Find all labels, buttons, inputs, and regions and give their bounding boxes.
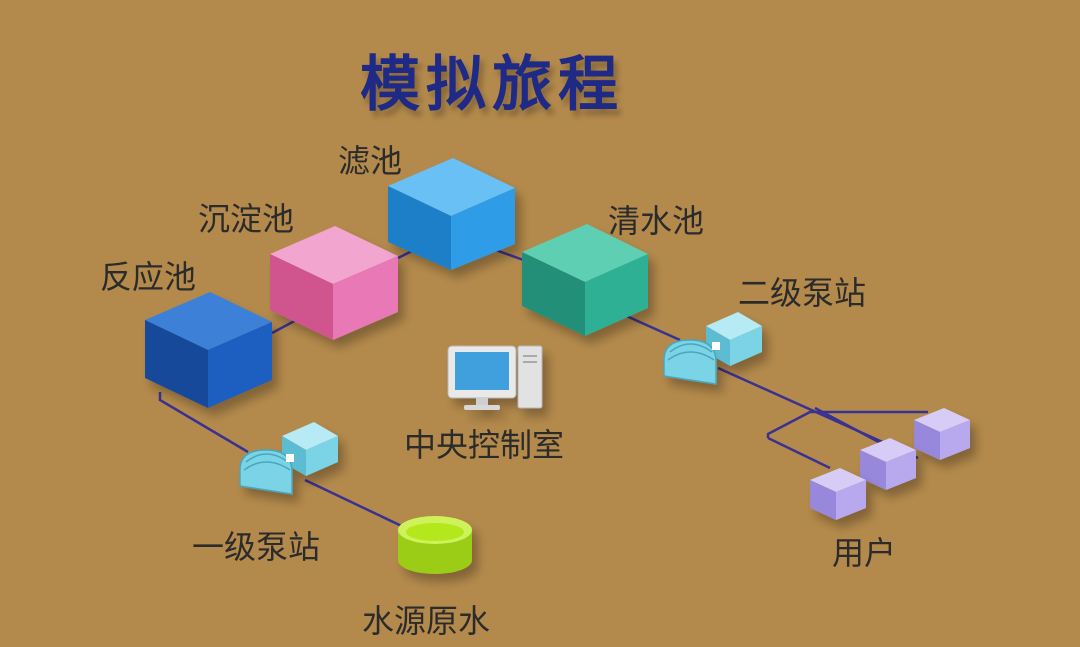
user-box-2 — [860, 438, 916, 490]
pump1-dome — [239, 449, 293, 495]
pipe-branch-a — [766, 410, 928, 438]
clear-tank-side — [585, 254, 648, 336]
source-label: 水源原水 — [362, 602, 491, 640]
pump1-label: 一级泵站 — [192, 528, 321, 566]
reaction-tank-front — [145, 320, 208, 408]
pump-station-2 — [663, 312, 762, 385]
pump2-box-side — [730, 326, 762, 366]
page-title: 模拟旅程 — [360, 50, 624, 120]
pipe-pump1-source — [304, 478, 411, 532]
water-source — [398, 516, 472, 574]
user-box-3 — [914, 408, 970, 460]
pump-station-1 — [239, 422, 338, 495]
user-box-1 — [810, 468, 866, 520]
reaction-label: 反应池 — [100, 258, 197, 296]
clear-tank-top — [522, 224, 648, 282]
pipe-clear-pump2 — [621, 312, 681, 342]
computer-icon — [447, 345, 543, 410]
reaction-tank-side — [208, 322, 272, 408]
clear-tank — [522, 224, 648, 336]
pump2-box-top — [706, 312, 762, 340]
clear-tank-front — [522, 252, 585, 336]
filter-tank-front — [388, 186, 451, 270]
control-label: 中央控制室 — [404, 426, 565, 464]
pipe-branch-c — [767, 436, 831, 470]
pump1-box-top — [282, 422, 338, 450]
reaction-tank — [145, 292, 272, 408]
filter-label: 滤池 — [338, 142, 403, 180]
monitor-screen — [455, 352, 509, 390]
pipe-branch-b — [814, 406, 889, 449]
filter-tank — [388, 158, 515, 270]
sediment-label: 沉淀池 — [198, 200, 295, 238]
sediment-tank-top — [270, 226, 398, 284]
reaction-tank-top — [145, 292, 272, 350]
filter-tank-top — [388, 158, 515, 216]
pipe-reaction-pump1 — [158, 392, 249, 454]
users-label: 用户 — [832, 534, 897, 572]
sediment-tank-front — [270, 254, 333, 340]
sediment-tank-side — [333, 256, 398, 340]
pump1-box-side — [306, 436, 338, 476]
filter-tank-side — [451, 188, 515, 270]
pump2-dome — [663, 339, 717, 385]
pump2-label: 二级泵站 — [738, 274, 867, 312]
sediment-tank — [270, 226, 398, 340]
source-water — [406, 523, 464, 541]
clear-label: 清水池 — [608, 202, 705, 240]
